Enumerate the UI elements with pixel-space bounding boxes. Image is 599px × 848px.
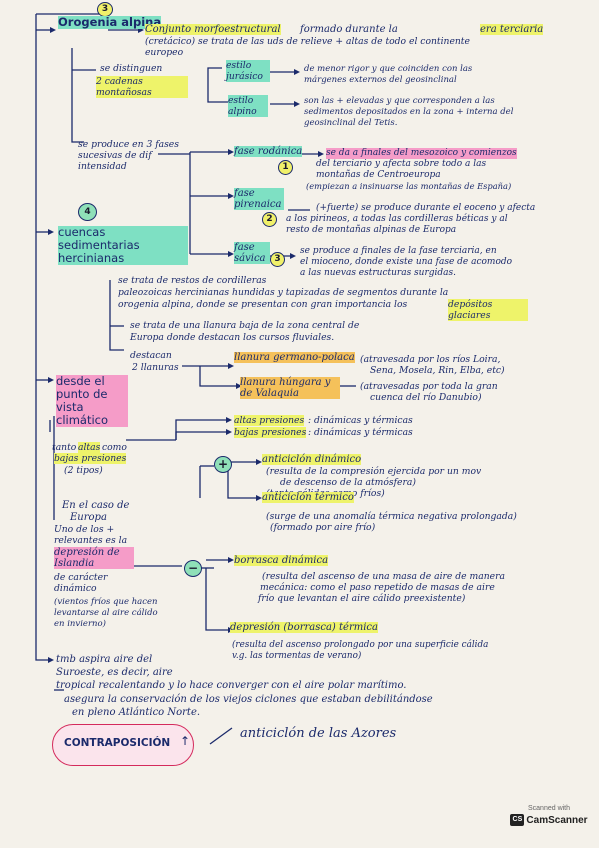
bajas-desc: : dinámicas y térmicas (308, 427, 413, 438)
orogenia-alpina-heading: Orogenia alpina (58, 15, 162, 29)
se-produce-1: se produce en 3 fases (78, 139, 179, 150)
anticiclon-azores: anticiclón de las Azores (240, 726, 397, 741)
alpino-desc-3: geosinclinal del Tetis. (304, 118, 398, 128)
tanto-altas: altas (78, 442, 101, 453)
tanto-1: tanto (52, 442, 77, 453)
depresion-termica: depresión (borrasca) térmica (230, 622, 378, 633)
anti-ter-1: (surge de una anomalía térmica negativa … (266, 511, 517, 522)
se-distinguen: se distinguen (100, 63, 163, 74)
circle-1: 1 (278, 160, 293, 175)
rodanica-1: se da a finales del mesozoico y comienzo… (326, 148, 517, 159)
depositos-glaciares: depósitos glaciares (448, 299, 528, 321)
depresion-islandia: depresión de Islandia (54, 547, 134, 569)
camscanner-watermark: Scanned with CS CamScanner (506, 805, 592, 835)
bajas-presiones-left: bajas presiones (54, 453, 127, 464)
desde-punto-heading: desde el punto de vista climático (56, 375, 128, 427)
vientos-1: (vientos fríos que hacen (54, 597, 158, 607)
dos-cadenas: 2 cadenas montañosas (96, 76, 188, 98)
se-trata-3: orogenia alpina, donde se presentan con … (118, 299, 408, 310)
tmb-2: Suroeste, es decir, aire (56, 667, 173, 678)
fase-savica: fase sávica (234, 242, 270, 264)
circle-4: 4 (78, 203, 97, 221)
caracter-dinamico: de carácter dinámico (54, 572, 108, 594)
pirenaica-2: a los pirineos, a todas las cordilleras … (286, 214, 508, 224)
cuencas-heading: cuencas sedimentarias hercinianas (58, 226, 188, 265)
vientos-3: en invierno) (54, 619, 106, 629)
cretacico-text: (cretácico) se trata de las uds de relie… (145, 36, 470, 47)
fase-rodanica: fase rodánica (234, 146, 303, 157)
minus-circle: − (184, 560, 202, 577)
llanura-hungara: llanura húngara y de Valaquia (240, 377, 340, 399)
scanned-with-text: Scanned with (527, 805, 571, 812)
anti-ter-2: (formado por aire frío) (270, 522, 376, 533)
llanura-2: Europa donde destacan los cursos fluvial… (130, 332, 335, 343)
formado-text: formado durante la (300, 24, 398, 35)
llanura-1: se trata de una llanura baja de la zona … (130, 320, 360, 331)
borrasca-dinamica: borrasca dinámica (234, 555, 329, 566)
rodanica-3: montañas de Centroeuropa (316, 170, 441, 180)
alpino-desc-2: sedimentos depositados en la zona + inte… (304, 107, 514, 117)
se-produce-2: sucesivas de dif (78, 150, 152, 161)
en-caso-3: Uno de los + (54, 524, 115, 535)
anticiclon-dinamico: anticiclón dinámico (262, 454, 362, 465)
hungara-desc-2: cuenca del río Danubio) (370, 392, 482, 403)
destacan: destacan (130, 350, 172, 361)
alpino-desc-1: son las + elevadas y que corresponden a … (304, 96, 495, 106)
estilo-jurasico: estilo jurásico (226, 60, 270, 82)
tmb-1: tmb aspira aire del (56, 654, 153, 665)
altas-presiones: altas presiones (234, 415, 305, 426)
rodanica-2: del terciario y afecta sobre todo a las (316, 159, 487, 169)
dep-ter-2: v.g. las tormentas de verano) (232, 651, 362, 661)
anti-din-2: de descenso de la atmósfera) (280, 477, 416, 488)
tanto-como: como (102, 442, 127, 453)
bajas-presiones-right: bajas presiones (234, 427, 307, 438)
up-arrow-icon: ↑ (180, 734, 191, 748)
camscanner-logo-icon: CS (510, 814, 525, 826)
se-produce-3: intensidad (78, 161, 127, 172)
borr-din-3: frío que levantan el aire cálido preexis… (258, 593, 466, 604)
pirenaica-3: resto de montañas alpinas de Europa (286, 225, 457, 235)
llanura-germano: llanura germano-polaca (234, 352, 355, 363)
circle-2: 2 (262, 212, 277, 227)
anti-din-1: (resulta de la compresión ejercida por u… (266, 466, 482, 477)
savica-2: el mioceno, donde existe una fase de aco… (300, 257, 513, 267)
germano-desc-2: Sena, Mosela, Rin, Elba, etc) (370, 365, 505, 376)
conjunto-morfo: Conjunto morfoestructural (145, 24, 281, 35)
era-terciaria: era terciaria (480, 24, 544, 35)
contraposicion-cloud (52, 724, 194, 766)
dep-ter-1: (resulta del ascenso prolongado por una … (232, 640, 489, 650)
borr-din-1: (resulta del ascenso de una masa de aire… (262, 571, 505, 582)
savica-3: a las nuevas estructuras surgidas. (300, 268, 457, 278)
en-caso-1: En el caso de (62, 500, 130, 511)
tmb-3: tropical recalentando y lo hace converge… (56, 680, 407, 691)
germano-desc-1: (atravesada por los ríos Loira, (360, 354, 501, 365)
anticiclon-termico: anticiclón térmico (262, 492, 354, 503)
jurasico-desc-1: de menor rigor y que coinciden con las (304, 64, 473, 74)
jurasico-desc-2: márgenes externos del geosinclinal (304, 75, 457, 85)
se-trata-1: se trata de restos de cordilleras (118, 275, 267, 286)
dos-tipos: (2 tipos) (64, 465, 103, 476)
en-caso-2: Europa (70, 512, 107, 523)
asegura-1: asegura la conservación de los viejos ci… (64, 694, 433, 705)
savica-1: se produce a finales de la fase terciari… (300, 246, 497, 256)
pirenaica-1: (+fuerte) se produce durante el eoceno y… (316, 203, 536, 213)
rodanica-4: (empiezan a insinuarse las montañas de E… (306, 181, 512, 191)
dos-llanuras: 2 llanuras (132, 362, 179, 373)
hungara-desc-1: (atravesadas por toda la gran (360, 381, 498, 392)
se-trata-2: paleozoicas hercinianas hundidas y tapiz… (118, 287, 449, 298)
borr-din-2: mecánica: como el paso repetido de masas… (260, 582, 495, 593)
plus-circle: + (214, 456, 232, 473)
circle-3b: 3 (270, 252, 285, 267)
vientos-2: levantarse al aire cálido (54, 608, 158, 618)
fase-pirenaica: fase pirenaica (234, 188, 284, 210)
estilo-alpino: estilo alpino (228, 95, 268, 117)
camscanner-text: CamScanner (526, 814, 588, 826)
asegura-2: en pleno Atlántico Norte. (72, 707, 201, 718)
contraposicion-label: CONTRAPOSICIÓN (64, 737, 171, 749)
altas-desc: : dinámicas y térmicas (308, 415, 413, 426)
europeo-text: europeo (145, 47, 184, 58)
en-caso-4: relevantes es la (54, 535, 128, 546)
